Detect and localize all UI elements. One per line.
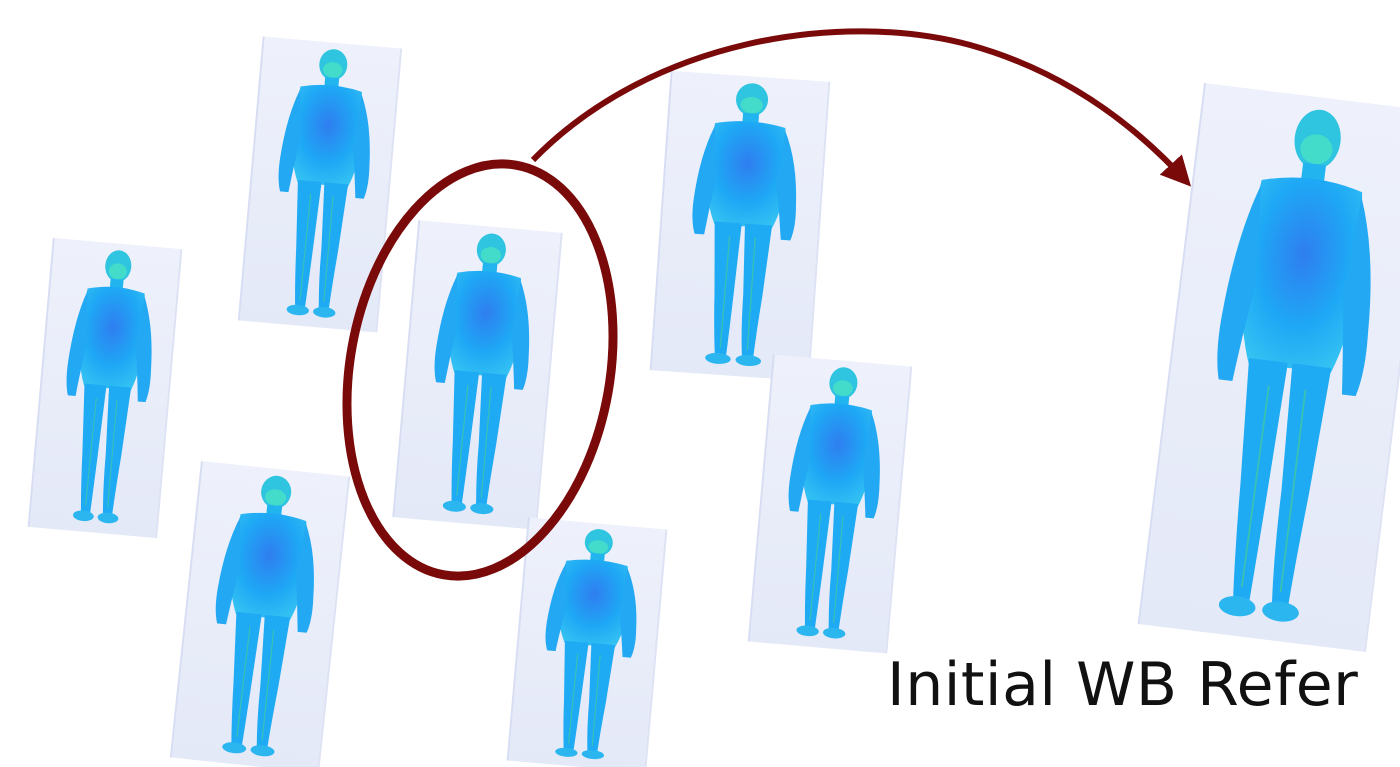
- selection-ellipse: [316, 143, 644, 598]
- selection-arrow: [533, 31, 1185, 180]
- reference-caption: Initial WB Refer: [887, 650, 1358, 720]
